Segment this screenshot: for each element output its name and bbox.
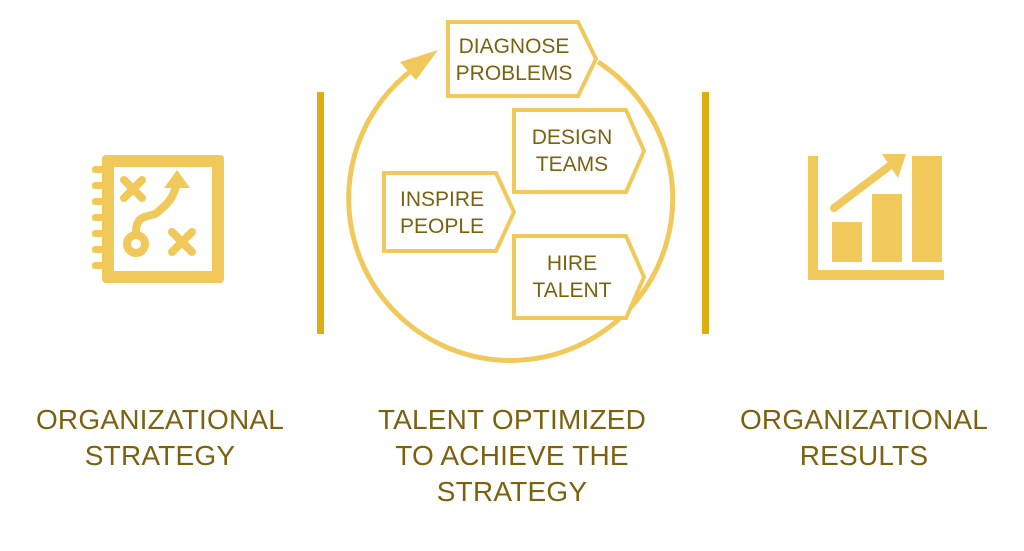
right-caption-line1: ORGANIZATIONAL <box>739 404 989 435</box>
center-caption-line1: TALENT OPTIMIZED <box>377 404 647 435</box>
diagnose-line2: PROBLEMS <box>456 62 573 85</box>
hire-line2: TALENT <box>533 279 612 302</box>
left-caption-line2: STRATEGY <box>84 440 236 471</box>
left-caption-line1: ORGANIZATIONAL <box>35 404 285 435</box>
right-caption-line2: RESULTS <box>799 440 929 471</box>
inspire-line2: PEOPLE <box>400 215 484 238</box>
hire-talent-box <box>512 234 647 320</box>
diagnose-problems-box <box>446 20 599 98</box>
design-line1: DESIGN <box>532 126 613 149</box>
right-divider <box>702 92 709 334</box>
strategy-notebook-icon <box>92 155 224 283</box>
center-caption-line2: TO ACHIEVE THE <box>395 440 629 471</box>
left-divider <box>317 92 324 334</box>
hire-line1: HIRE <box>547 252 597 275</box>
talent-cycle-diagram: DIAGNOSE PROBLEMS DESIGN TEAMS INSPIRE P… <box>346 20 676 363</box>
inspire-line1: INSPIRE <box>400 188 484 211</box>
center-caption-line3: STRATEGY <box>436 476 588 507</box>
design-teams-box <box>512 108 647 194</box>
diagnose-line1: DIAGNOSE <box>459 35 570 58</box>
growth-bar-chart-icon <box>808 154 944 280</box>
circular-arrow-icon <box>346 59 676 363</box>
inspire-people-box <box>382 171 517 253</box>
center-caption: TALENT OPTIMIZED TO ACHIEVE THE STRATEGY <box>352 402 672 510</box>
left-caption: ORGANIZATIONAL STRATEGY <box>0 402 320 474</box>
design-line2: TEAMS <box>536 153 608 176</box>
right-caption: ORGANIZATIONAL RESULTS <box>704 402 1024 474</box>
